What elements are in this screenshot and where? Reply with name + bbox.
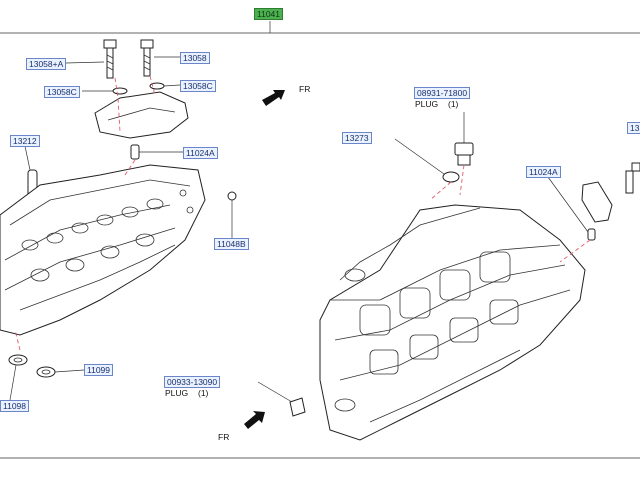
callout-13-cut[interactable]: 13: [627, 122, 640, 134]
fr-arrow-upper-icon: [262, 90, 285, 106]
plug-upper-name: PLUG: [415, 99, 439, 109]
plug-lower-qty: (1): [198, 388, 209, 398]
seal-small[interactable]: [36, 366, 56, 378]
cover-bracket[interactable]: [94, 91, 189, 139]
callout-08931-71800[interactable]: 08931-71800: [414, 87, 471, 99]
fr-label-upper: FR: [299, 84, 311, 94]
callout-00933-13090[interactable]: 00933-13090: [164, 376, 221, 388]
callout-13273[interactable]: 13273: [342, 132, 372, 144]
washer-left[interactable]: [112, 87, 128, 95]
plug-lower[interactable]: [289, 397, 306, 417]
plug-upper[interactable]: [454, 142, 474, 166]
callout-13058[interactable]: 13058: [180, 52, 210, 64]
callout-11098[interactable]: 11098: [0, 400, 30, 412]
fr-label-lower: FR: [218, 432, 230, 442]
callout-11099[interactable]: 11099: [84, 364, 114, 376]
bolt-left[interactable]: [103, 39, 117, 79]
callout-11048b[interactable]: 11048B: [214, 238, 249, 250]
cylinder-head-left[interactable]: [0, 164, 206, 336]
plug-lower-name: PLUG: [165, 388, 189, 398]
seal-large[interactable]: [8, 354, 28, 366]
ball-plug[interactable]: [227, 191, 237, 201]
callout-13058c-right[interactable]: 13058C: [180, 80, 216, 92]
bolt-right[interactable]: [140, 39, 154, 77]
fr-arrow-lower-icon: [244, 411, 265, 429]
callout-13058c-left[interactable]: 13058C: [44, 86, 80, 98]
dowel-bracket-right[interactable]: [581, 181, 613, 223]
callout-11024a-upper[interactable]: 11024A: [183, 147, 218, 159]
cylinder-block-right[interactable]: [319, 204, 586, 441]
plug-upper-qty: (1): [448, 99, 459, 109]
dowel-pin-right[interactable]: [587, 228, 596, 241]
assembly-callout[interactable]: 11041: [254, 8, 284, 20]
callout-11024a-right[interactable]: 11024A: [526, 166, 561, 178]
stud-bolt-right[interactable]: [625, 162, 640, 194]
ring-washer[interactable]: [442, 171, 460, 183]
dowel-pin-upper[interactable]: [130, 144, 140, 160]
callout-13058a[interactable]: 13058+A: [26, 58, 67, 70]
callout-13212[interactable]: 13212: [10, 135, 40, 147]
